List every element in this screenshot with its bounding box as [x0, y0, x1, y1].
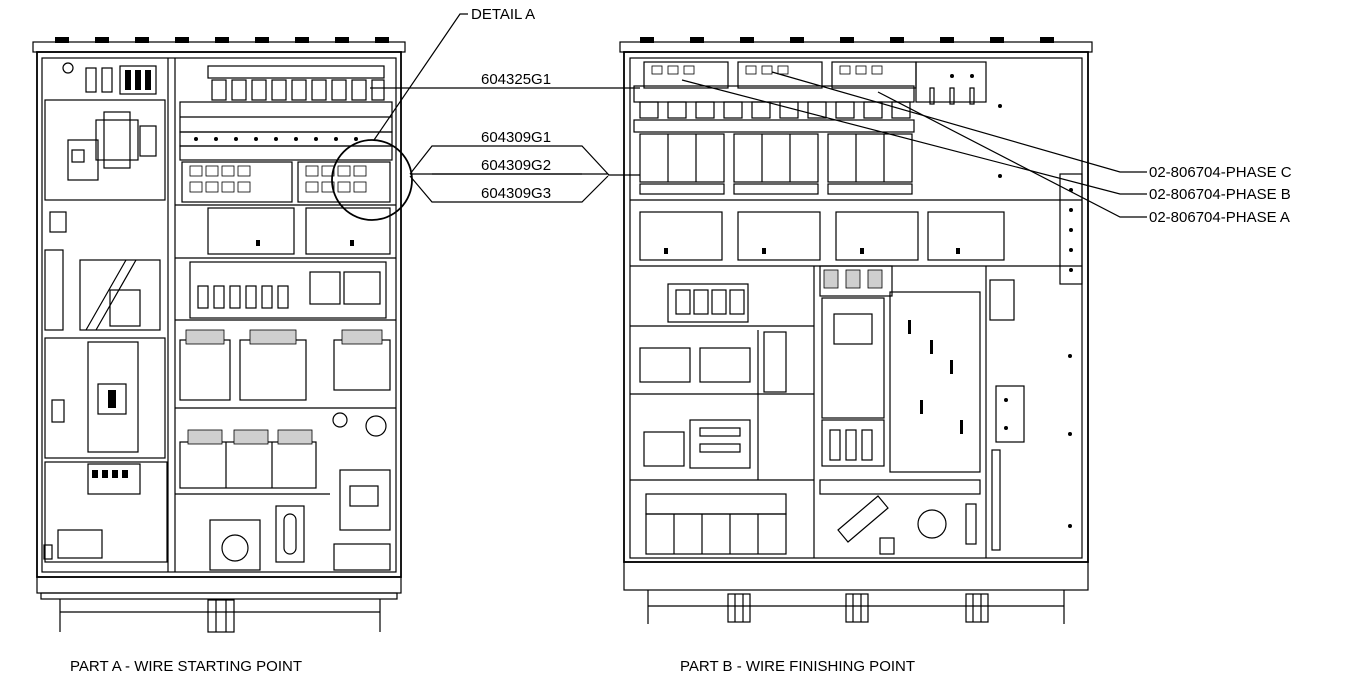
caption-part-b: PART B - WIRE FINISHING POINT — [680, 658, 915, 675]
label-604309g2: 604309G2 — [481, 157, 551, 174]
label-604325g1: 604325G1 — [481, 71, 551, 88]
label-phase-a: 02-806704-PHASE A — [1149, 209, 1290, 226]
label-604309g1: 604309G1 — [481, 129, 551, 146]
labels: DETAIL A 604325G1 604309G1 604309G2 6043… — [70, 6, 1292, 675]
label-detail-a: DETAIL A — [471, 6, 535, 23]
label-phase-b: 02-806704-PHASE B — [1149, 186, 1291, 203]
cabinet-a — [32, 37, 413, 633]
caption-part-a: PART A - WIRE STARTING POINT — [70, 658, 302, 675]
label-phase-c: 02-806704-PHASE C — [1149, 164, 1292, 181]
cabinet-b — [619, 37, 1093, 624]
leader-lines — [370, 13, 1147, 218]
label-604309g3: 604309G3 — [481, 185, 551, 202]
